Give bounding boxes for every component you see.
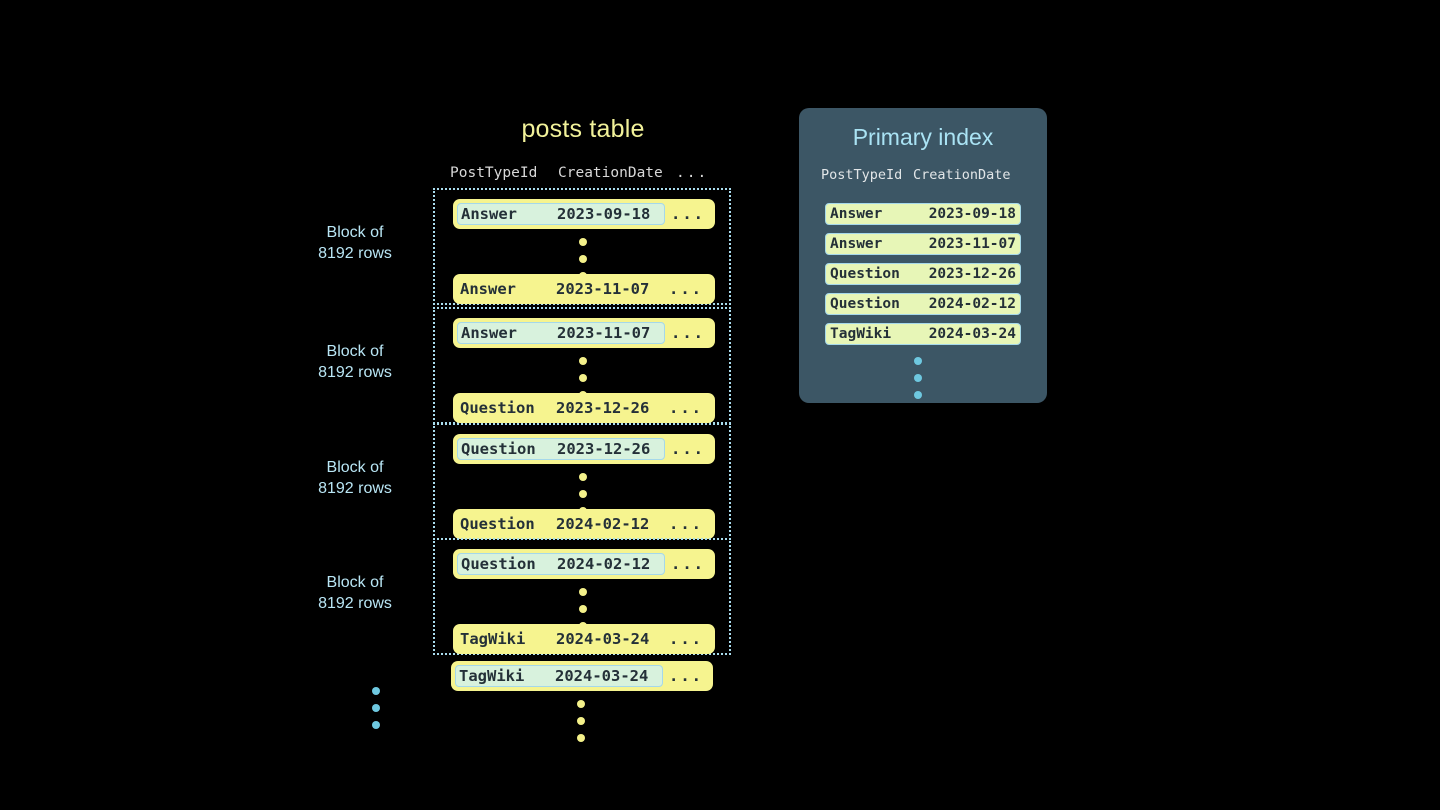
- cell-posttypeid: Question: [460, 399, 535, 417]
- dot: [579, 238, 587, 246]
- dot: [372, 687, 380, 695]
- primary-index-panel: Primary index PostTypeId CreationDate An…: [799, 108, 1047, 403]
- dot: [914, 357, 922, 365]
- cell-posttypeid: TagWiki: [460, 630, 526, 648]
- cell-posttypeid: Question: [460, 515, 535, 533]
- cell-creationdate: 2023-12-26: [556, 399, 650, 417]
- block-1-label: Block of 8192 rows: [290, 222, 420, 264]
- block-4-label-line2: 8192 rows: [318, 595, 392, 612]
- primary-index-column-headers: PostTypeId CreationDate: [821, 167, 1031, 183]
- column-header-creationdate: CreationDate: [558, 165, 663, 181]
- cell-creationdate: 2023-09-18: [928, 206, 1016, 222]
- cell-creationdate: 2023-11-07: [928, 236, 1016, 252]
- block-continuation-dots: [372, 687, 380, 729]
- block-3-label-line2: 8192 rows: [318, 480, 392, 497]
- cell-creationdate: 2023-11-07: [557, 324, 651, 342]
- cell-creationdate: 2024-03-24: [928, 326, 1016, 342]
- cell-creationdate: 2023-09-18: [557, 205, 651, 223]
- cell-posttypeid: Answer: [461, 324, 517, 342]
- table-row: Question 2024-02-12 ...: [453, 509, 715, 539]
- dot: [577, 734, 585, 742]
- dot: [579, 255, 587, 263]
- cell-posttypeid: Answer: [461, 205, 517, 223]
- cell-posttypeid: Answer: [830, 236, 883, 252]
- table-row: Question 2023-12-26 ...: [453, 434, 715, 464]
- cell-ellipsis: ...: [669, 667, 703, 685]
- table-continuation-dots: [577, 700, 585, 742]
- table-row: Question 2024-02-12 ...: [453, 549, 715, 579]
- table-row: Answer 2023-11-07 ...: [453, 318, 715, 348]
- block-1-label-line1: Block of: [326, 224, 384, 241]
- dot: [914, 374, 922, 382]
- posts-table-column-headers: PostTypeId CreationDate ...: [450, 165, 734, 181]
- dot: [914, 391, 922, 399]
- block-3-label: Block of 8192 rows: [290, 457, 420, 499]
- cell-posttypeid: TagWiki: [459, 667, 525, 685]
- table-row: Answer 2023-09-18 ...: [453, 199, 715, 229]
- cell-creationdate: 2024-03-24: [556, 630, 650, 648]
- cell-creationdate: 2024-02-12: [556, 515, 650, 533]
- dot: [372, 704, 380, 712]
- block-3: Block of 8192 rows Question 2023-12-26 .…: [318, 423, 731, 540]
- block-4: Block of 8192 rows Question 2024-02-12 .…: [318, 538, 731, 655]
- column-header-creationdate: CreationDate: [913, 167, 1011, 183]
- dot: [579, 588, 587, 596]
- cell-creationdate: 2024-02-12: [928, 296, 1016, 312]
- block-2-label-line1: Block of: [326, 343, 384, 360]
- cell-posttypeid: Answer: [830, 206, 883, 222]
- dot: [579, 374, 587, 382]
- cell-posttypeid: Answer: [460, 280, 516, 298]
- block-4-label: Block of 8192 rows: [290, 572, 420, 614]
- cell-creationdate: 2023-12-26: [557, 440, 651, 458]
- table-row-trailing: TagWiki 2024-03-24 ...: [451, 661, 713, 691]
- primary-index-title: Primary index: [852, 124, 994, 150]
- index-row: Answer 2023-11-07: [825, 233, 1021, 255]
- column-header-posttypeid: PostTypeId: [821, 167, 903, 183]
- cell-ellipsis: ...: [671, 205, 705, 223]
- cell-ellipsis: ...: [671, 324, 705, 342]
- cell-creationdate: 2023-12-26: [928, 266, 1016, 282]
- cell-ellipsis: ...: [671, 440, 705, 458]
- dot: [577, 717, 585, 725]
- index-row: Question 2023-12-26: [825, 263, 1021, 285]
- cell-ellipsis: ...: [671, 555, 705, 573]
- dot: [577, 700, 585, 708]
- block-3-label-line1: Block of: [326, 459, 384, 476]
- block-2-label-line2: 8192 rows: [318, 364, 392, 381]
- cell-ellipsis: ...: [669, 630, 703, 648]
- dot: [579, 473, 587, 481]
- cell-ellipsis: ...: [669, 280, 703, 298]
- index-continuation-dots: [914, 357, 922, 399]
- dot: [372, 721, 380, 729]
- index-row: Question 2024-02-12: [825, 293, 1021, 315]
- index-row: TagWiki 2024-03-24: [825, 323, 1021, 345]
- dot: [579, 490, 587, 498]
- cell-posttypeid: Question: [830, 266, 900, 282]
- posts-table-title: posts table: [521, 115, 645, 143]
- cell-posttypeid: Question: [830, 296, 900, 312]
- block-1: Block of 8192 rows Answer 2023-09-18 ...…: [318, 188, 731, 305]
- dot: [579, 605, 587, 613]
- table-row: TagWiki 2024-03-24 ...: [453, 624, 715, 654]
- column-header-posttypeid: PostTypeId: [450, 165, 538, 181]
- table-row: Question 2023-12-26 ...: [453, 393, 715, 423]
- block-4-label-line1: Block of: [326, 574, 384, 591]
- dot: [579, 357, 587, 365]
- cell-posttypeid: Question: [461, 440, 536, 458]
- cell-creationdate: 2024-02-12: [557, 555, 651, 573]
- primary-index-rows: Answer 2023-09-18 Answer 2023-11-07 Ques…: [825, 203, 1021, 345]
- cell-creationdate: 2023-11-07: [556, 280, 650, 298]
- cell-ellipsis: ...: [669, 515, 703, 533]
- cell-ellipsis: ...: [669, 399, 703, 417]
- cell-posttypeid: TagWiki: [830, 326, 892, 342]
- block-2-label: Block of 8192 rows: [290, 341, 420, 383]
- column-header-ellipsis: ...: [676, 165, 709, 181]
- index-row: Answer 2023-09-18: [825, 203, 1021, 225]
- table-row: Answer 2023-11-07 ...: [453, 274, 715, 304]
- block-2: Block of 8192 rows Answer 2023-11-07 ...…: [318, 307, 731, 424]
- block-1-label-line2: 8192 rows: [318, 245, 392, 262]
- cell-posttypeid: Question: [461, 555, 536, 573]
- cell-creationdate: 2024-03-24: [555, 667, 649, 685]
